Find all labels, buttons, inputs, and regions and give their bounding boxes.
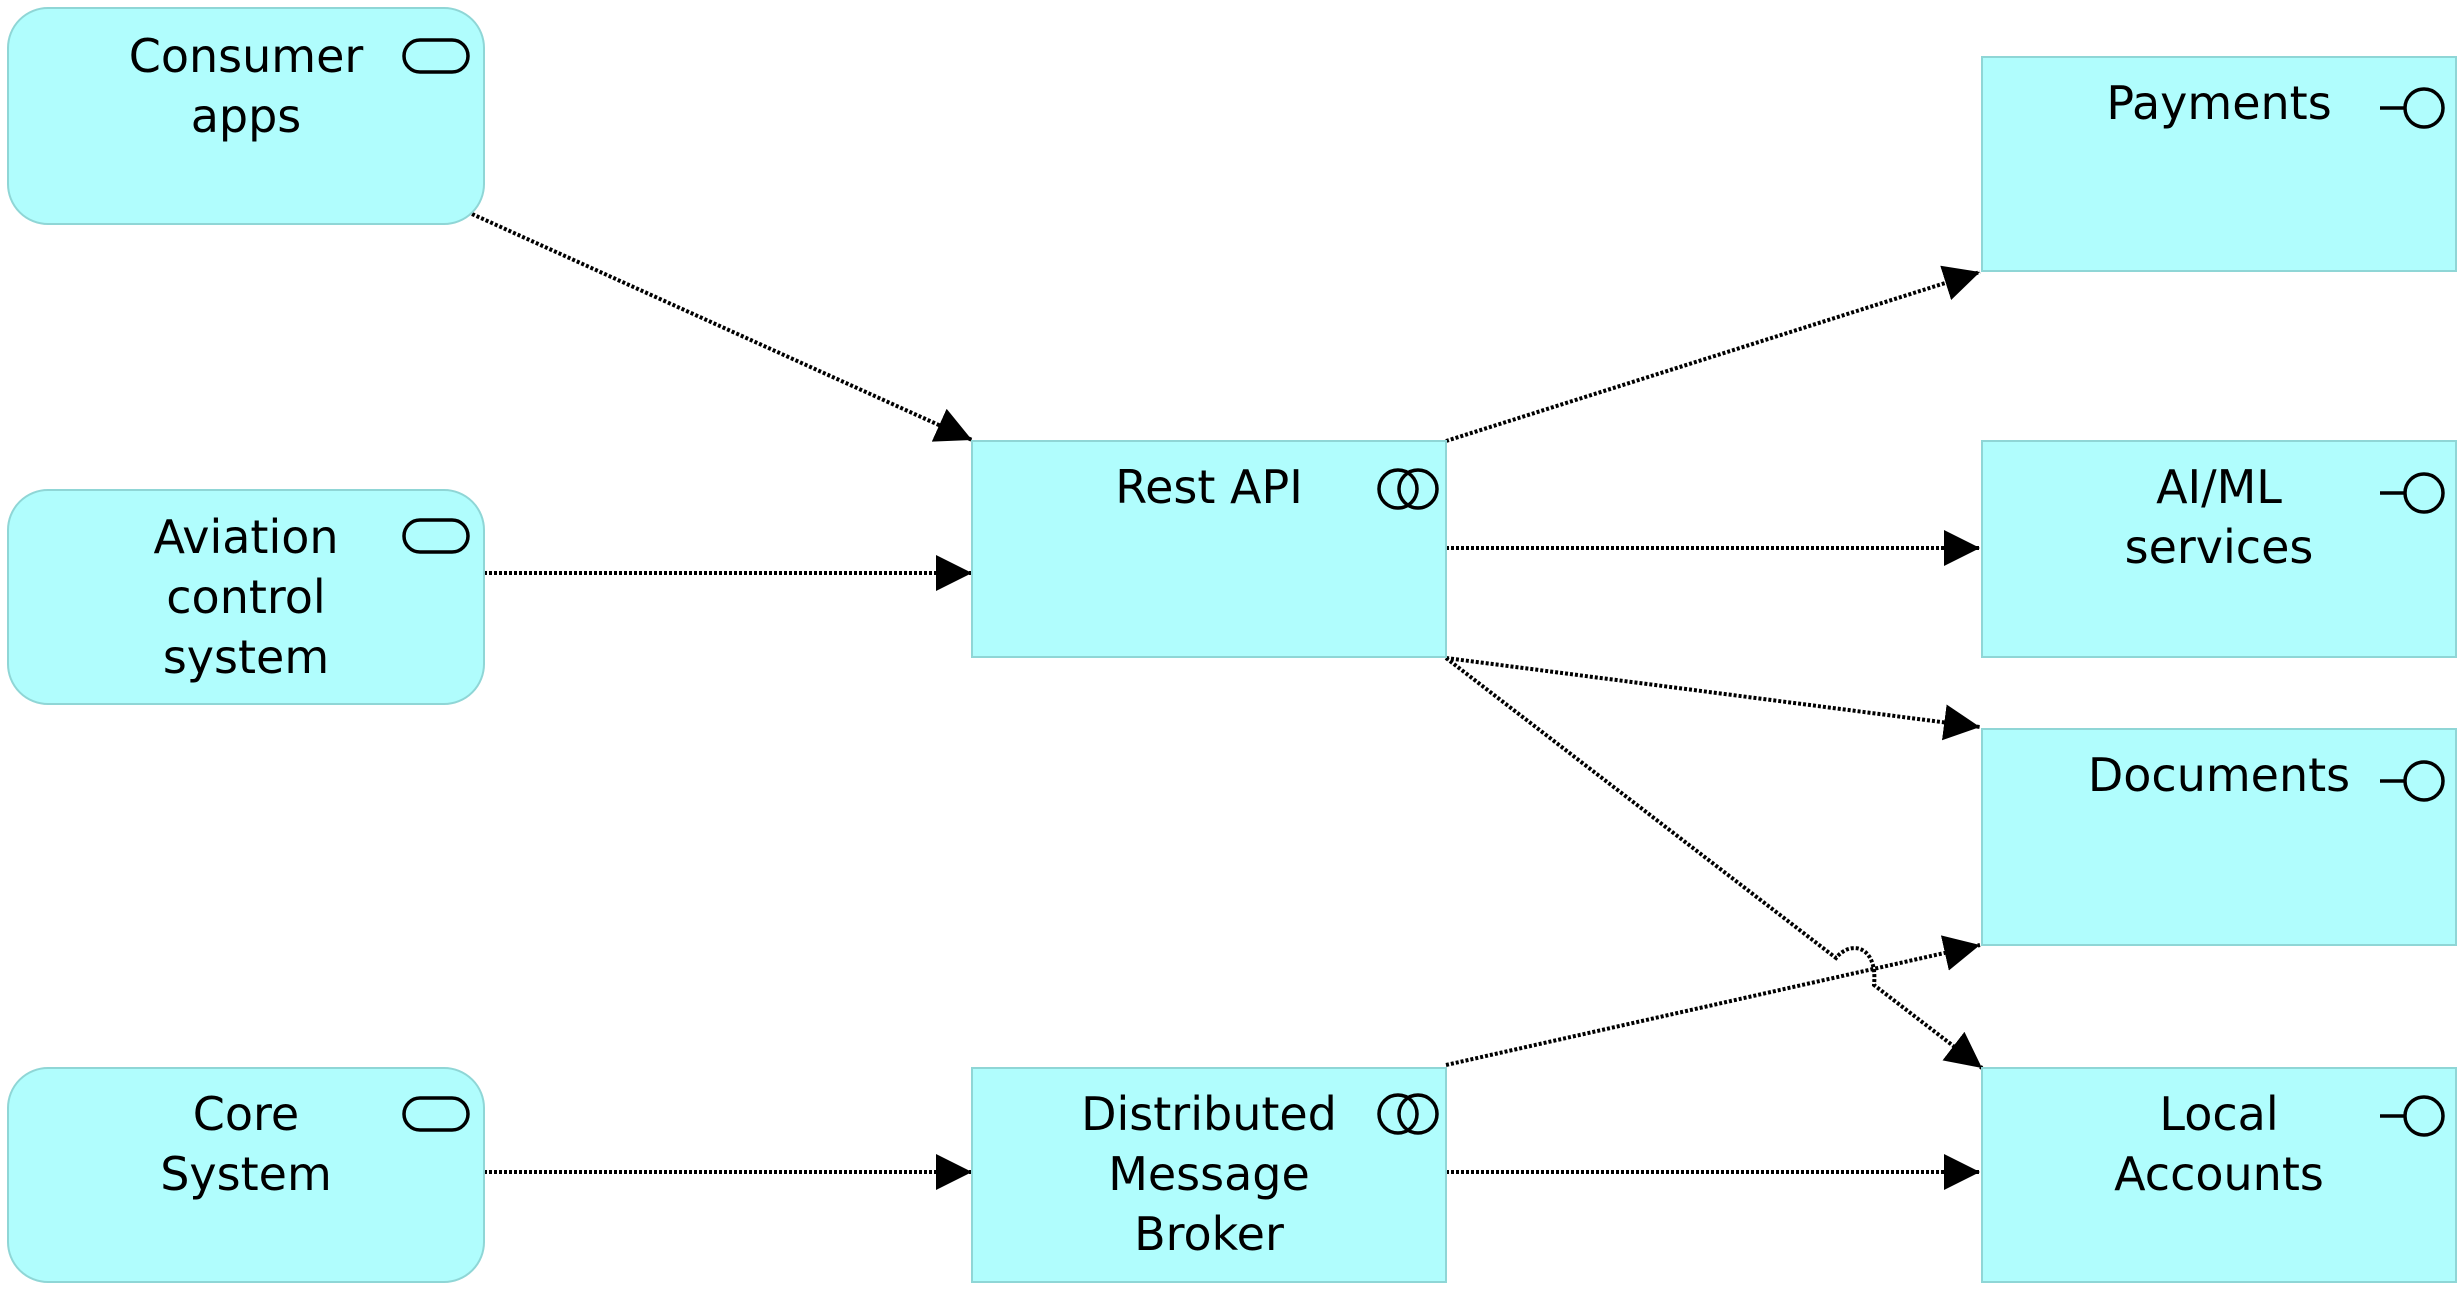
node-label: Documents bbox=[2088, 748, 2350, 802]
node-label: Broker bbox=[1134, 1207, 1284, 1261]
interface-icon bbox=[2380, 472, 2445, 514]
interface-icon bbox=[2380, 87, 2445, 129]
node-documents[interactable]: Documents bbox=[1981, 728, 2457, 946]
node-label: Rest API bbox=[1115, 460, 1303, 514]
node-ai-ml-services[interactable]: AI/ML services bbox=[1981, 440, 2457, 658]
node-payments[interactable]: Payments bbox=[1378, 0, 2457, 272]
node-label: control bbox=[166, 570, 325, 624]
node-label: Accounts bbox=[2114, 1147, 2324, 1201]
node-label: Message bbox=[1108, 1147, 1310, 1201]
node-label: System bbox=[160, 1147, 332, 1201]
node-label: Distributed bbox=[1081, 1087, 1337, 1141]
collaboration-icon bbox=[1377, 1093, 1439, 1135]
edge-rest-api-to-payments bbox=[1445, 265, 1981, 443]
node-label: Consumer bbox=[129, 29, 364, 83]
interface-icon bbox=[2380, 760, 2445, 802]
node-label: Core bbox=[193, 1087, 299, 1141]
node-consumer-apps[interactable]: Consumer apps bbox=[7, 7, 485, 225]
service-icon bbox=[402, 1096, 470, 1132]
node-label: services bbox=[2125, 520, 2314, 574]
node-label: Local bbox=[2159, 1087, 2278, 1141]
edges-layer bbox=[471, 212, 1984, 1190]
node-core-system[interactable]: Core System bbox=[7, 1067, 485, 1283]
node-label: AI/ML bbox=[2156, 460, 2282, 514]
node-label: Aviation bbox=[153, 510, 338, 564]
node-distributed-message-broker[interactable]: Distributed Message Broker bbox=[971, 1067, 1447, 1283]
node-rest-api[interactable]: Rest API bbox=[971, 440, 1447, 658]
edge-distributed-message-broker-to-documents bbox=[1445, 935, 1981, 1067]
node-aviation-control-system[interactable]: Aviation control system bbox=[7, 489, 485, 705]
node-label: apps bbox=[191, 89, 302, 143]
edge-rest-api-to-documents bbox=[1445, 656, 1981, 741]
collaboration-icon bbox=[1377, 468, 1439, 510]
service-icon bbox=[402, 518, 470, 554]
edge-rest-api-to-local-accounts bbox=[1444, 656, 1984, 1070]
node-label: system bbox=[163, 630, 329, 684]
node-label: Payments bbox=[2106, 76, 2331, 130]
service-icon bbox=[402, 38, 470, 74]
edge-consumer-apps-to-rest-api bbox=[471, 212, 973, 442]
node-local-accounts[interactable]: Local Accounts bbox=[1981, 1067, 2457, 1283]
interface-icon bbox=[2380, 1095, 2445, 1137]
